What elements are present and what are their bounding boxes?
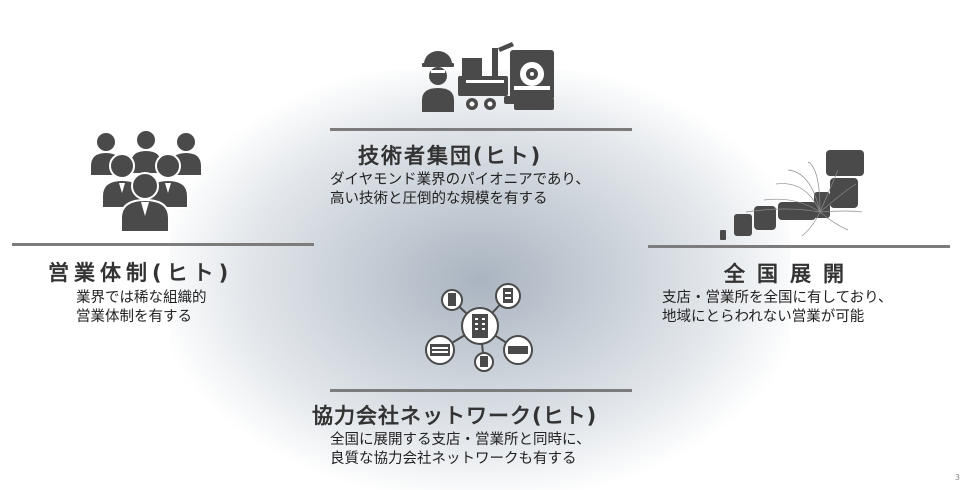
- right-divider: [648, 245, 950, 248]
- right-title: 全国展開: [724, 262, 856, 286]
- bottom-description-line-1: 全国に展開する支店・営業所と同時に、: [330, 432, 591, 448]
- left-description-line-1: 業界では稀な組織的: [76, 290, 207, 306]
- japan-map-icon: [720, 150, 864, 240]
- right-description-line-2: 地域にとらわれない営業が可能: [662, 309, 865, 325]
- right-description-line-1: 支店・営業所を全国に有しており、: [662, 290, 893, 306]
- page-number: 3: [954, 473, 960, 482]
- top-description-line-2: 高い技術と圧倒的な規模を有する: [330, 191, 548, 207]
- top-divider: [330, 128, 632, 131]
- bottom-description-line-2: 良質な協力会社ネットワークも有する: [330, 451, 577, 467]
- left-title: 営業体制(ヒト): [48, 261, 234, 285]
- left-divider: [12, 243, 314, 246]
- top-title: 技術者集団(ヒト): [358, 144, 543, 168]
- business-team-icon: [89, 129, 203, 232]
- left-description-line-2: 営業体制を有する: [76, 309, 192, 325]
- top-description-line-1: ダイヤモンド業界のパイオニアであり、: [330, 172, 590, 188]
- engineer-machine-icon: [422, 42, 554, 112]
- bottom-divider: [330, 389, 632, 392]
- bottom-title: 協力会社ネットワーク(ヒト): [312, 404, 598, 428]
- network-hub-icon: [425, 283, 533, 372]
